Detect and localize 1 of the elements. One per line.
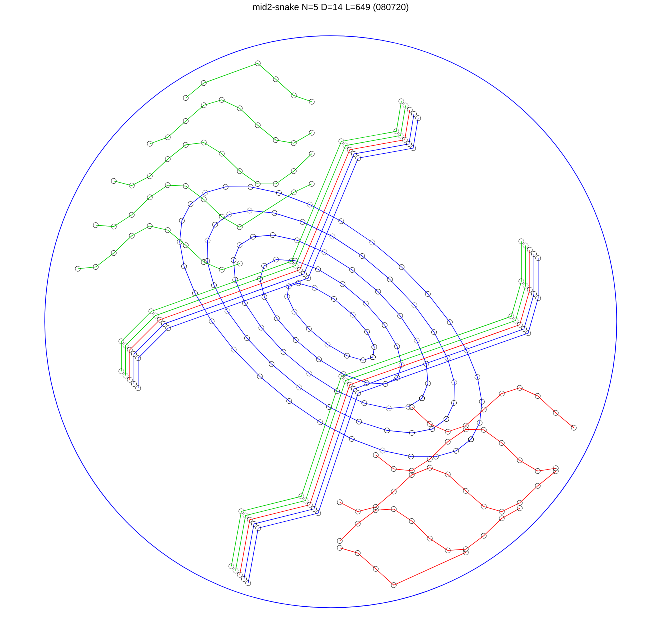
title: mid2-snake N=5 D=14 L=649 (080720)	[253, 4, 409, 12]
